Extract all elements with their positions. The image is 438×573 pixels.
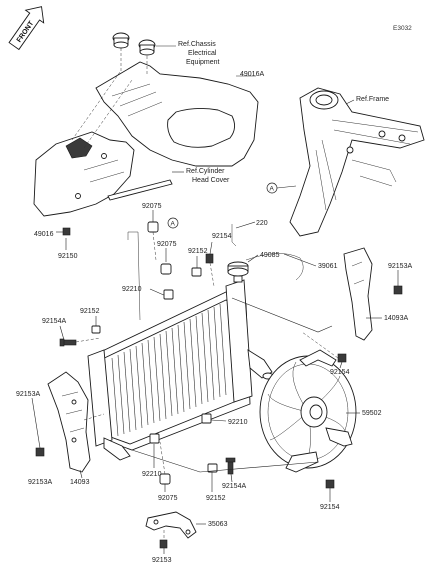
ref-cylinder-line1: Ref.Cylinder <box>186 168 225 175</box>
label-92153: 92153 <box>152 557 172 564</box>
grommet-92075-upper <box>147 221 159 233</box>
ref-frame: Ref.Frame <box>356 96 389 103</box>
radiator-cap-49085 <box>227 261 249 283</box>
label-92210-c: 92210 <box>142 471 162 478</box>
label-92154A-b: 92154A <box>222 483 246 490</box>
label-49016: 49016 <box>34 231 54 238</box>
label-92154-b: 92154 <box>330 369 350 376</box>
diagram-code: E3032 <box>393 25 412 32</box>
front-arrow-icon: FRONT <box>8 6 45 51</box>
label-39061: 39061 <box>318 263 338 270</box>
upper-cover-49016A <box>95 61 259 167</box>
label-92210-b: 92210 <box>228 419 248 426</box>
label-35063: 35063 <box>208 521 228 528</box>
bolt-92154-upper <box>205 253 214 264</box>
washer-92152-lower <box>207 463 218 473</box>
label-92152-c: 92152 <box>206 495 226 502</box>
washer-92152-upper <box>191 267 202 277</box>
bolt-92153A-left <box>35 447 45 457</box>
bolt-92154-fan-lower <box>325 479 335 489</box>
label-220: 220 <box>256 220 268 227</box>
bolt-92153A-right <box>393 285 403 295</box>
grommet-92075-lower <box>159 473 171 485</box>
label-92154-a: 92154 <box>212 233 232 240</box>
frame-section <box>289 87 425 237</box>
side-shroud-14093A <box>343 247 373 341</box>
callout-a-frame: A <box>266 182 278 194</box>
label-92153A-left: 92153A <box>16 391 40 398</box>
label-92150: 92150 <box>58 253 78 260</box>
grommet-92075-mid <box>160 263 172 275</box>
washer-92152-left <box>91 325 101 334</box>
label-49016A: 49016A <box>240 71 264 78</box>
label-92210-a: 92210 <box>122 286 142 293</box>
bolt-92150 <box>62 227 71 236</box>
label-14093A: 14093A <box>384 315 408 322</box>
svg-text:A: A <box>171 221 176 228</box>
bracket-35063 <box>145 511 197 539</box>
svg-text:A: A <box>270 186 275 193</box>
radiator-core <box>87 279 274 461</box>
ref-chassis-line1: Ref.Chassis <box>178 41 216 48</box>
grommet-top-right <box>138 39 156 56</box>
radiator-fins <box>111 303 227 437</box>
label-92075-b: 92075 <box>157 241 177 248</box>
label-92153A-right: 92153A <box>388 263 412 270</box>
bolt-92154A-lower <box>225 457 236 475</box>
cooling-fan-59502 <box>259 349 357 473</box>
nut-92210-right <box>201 413 212 424</box>
label-49085: 49085 <box>260 252 280 259</box>
label-92075-a: 92075 <box>142 203 162 210</box>
label-14093: 14093 <box>70 479 90 486</box>
label-92153A-left-b: 92153A <box>28 479 52 486</box>
ref-chassis-line3: Equipment <box>186 59 220 66</box>
bolt-92154-fan-upper <box>337 353 347 363</box>
grommet-top-left <box>112 32 130 49</box>
side-shroud-14093 <box>47 371 91 473</box>
label-92154A-a: 92154A <box>42 318 66 325</box>
label-sticker-220 <box>231 224 237 247</box>
label-92075-c: 92075 <box>158 495 178 502</box>
ref-chassis-line2: Electrical <box>188 50 217 57</box>
side-cover-49016 <box>33 131 135 217</box>
bolt-92154A-left <box>59 338 77 347</box>
nut-92210-upper <box>163 289 174 300</box>
bolt-92153 <box>159 539 168 549</box>
label-92152-b: 92152 <box>80 308 100 315</box>
label-59502: 59502 <box>362 410 382 417</box>
ref-cylinder-line2: Head Cover <box>192 177 230 184</box>
label-92152-a: 92152 <box>188 248 208 255</box>
nut-92210-lower <box>149 433 160 444</box>
label-92154-c: 92154 <box>320 504 340 511</box>
callout-a-radiator: A <box>167 217 179 229</box>
